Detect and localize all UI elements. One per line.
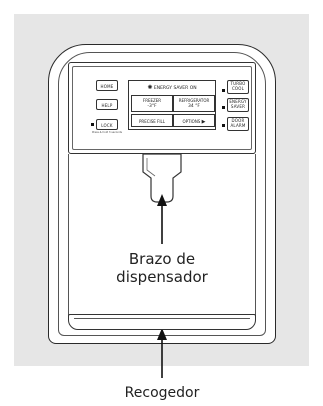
lock-indicator-light	[91, 123, 94, 126]
turbo-cool-button[interactable]: TURBO COOL	[227, 80, 249, 94]
control-panel-inner	[72, 66, 252, 150]
energy-saver-line2: SAVER	[230, 103, 246, 109]
energy-saver-line1: ENERGY	[229, 99, 247, 104]
precise-fill-button[interactable]: PRECISE FILL	[131, 114, 173, 127]
freezer-value: -3°F	[147, 104, 157, 109]
drip-tray-pointer-arrowhead	[157, 328, 167, 340]
door-alarm-line2: ALARM	[230, 122, 246, 128]
dispenser-arm-label-line2: dispensador	[116, 268, 208, 286]
dispenser-recess	[68, 154, 256, 316]
turbo-cool-line1: TURBO	[230, 81, 246, 86]
freezer-label: FREEZER	[142, 98, 162, 103]
energy-saver-button[interactable]: ENERGY SAVER	[227, 98, 249, 112]
energy-saver-text: ENERGY SAVER ON	[153, 86, 197, 91]
energy-saver-status: ✺ ENERGY SAVER ON	[129, 81, 215, 95]
dispenser-arm-label: Brazo de dispensador	[92, 250, 232, 286]
options-arrow-icon: ▶	[201, 119, 206, 125]
turbo-cool-indicator-light	[222, 89, 225, 92]
refrigerator-temp-cell[interactable]: REFRIGERATOR 34 °F	[173, 95, 215, 112]
options-button[interactable]: OPTIONS ▶	[173, 114, 215, 127]
drip-tray-label: Recogedor	[124, 385, 200, 401]
door-alarm-indicator-light	[222, 124, 225, 127]
turbo-cool-line2: COOL	[231, 85, 245, 91]
energy-saver-icon: ✺	[147, 84, 153, 91]
energy-saver-indicator-light	[222, 106, 225, 109]
control-display: ✺ ENERGY SAVER ON FREEZER -3°F REFRIGERA…	[128, 80, 216, 130]
home-button[interactable]: HOME	[96, 80, 118, 91]
drip-tray-lip	[74, 318, 250, 326]
options-label: OPTIONS	[182, 119, 201, 124]
door-alarm-line1: DOOR	[231, 118, 245, 123]
lock-instruction-text: Press & hold 3 seconds	[92, 131, 122, 134]
dispenser-arm	[142, 153, 182, 203]
help-button[interactable]: HELP	[96, 99, 118, 110]
freezer-temp-cell[interactable]: FREEZER -3°F	[131, 95, 173, 112]
door-alarm-button[interactable]: DOOR ALARM	[227, 117, 249, 131]
lock-button[interactable]: LOCK	[96, 119, 118, 130]
dispenser-arm-label-line1: Brazo de	[128, 250, 196, 268]
dispenser-arm-inner-line	[146, 158, 156, 177]
refrigerator-value: 34 °F	[188, 104, 200, 109]
refrigerator-label: REFRIGERATOR	[178, 98, 210, 103]
dispenser-arm-pointer-arrowhead	[157, 194, 167, 206]
